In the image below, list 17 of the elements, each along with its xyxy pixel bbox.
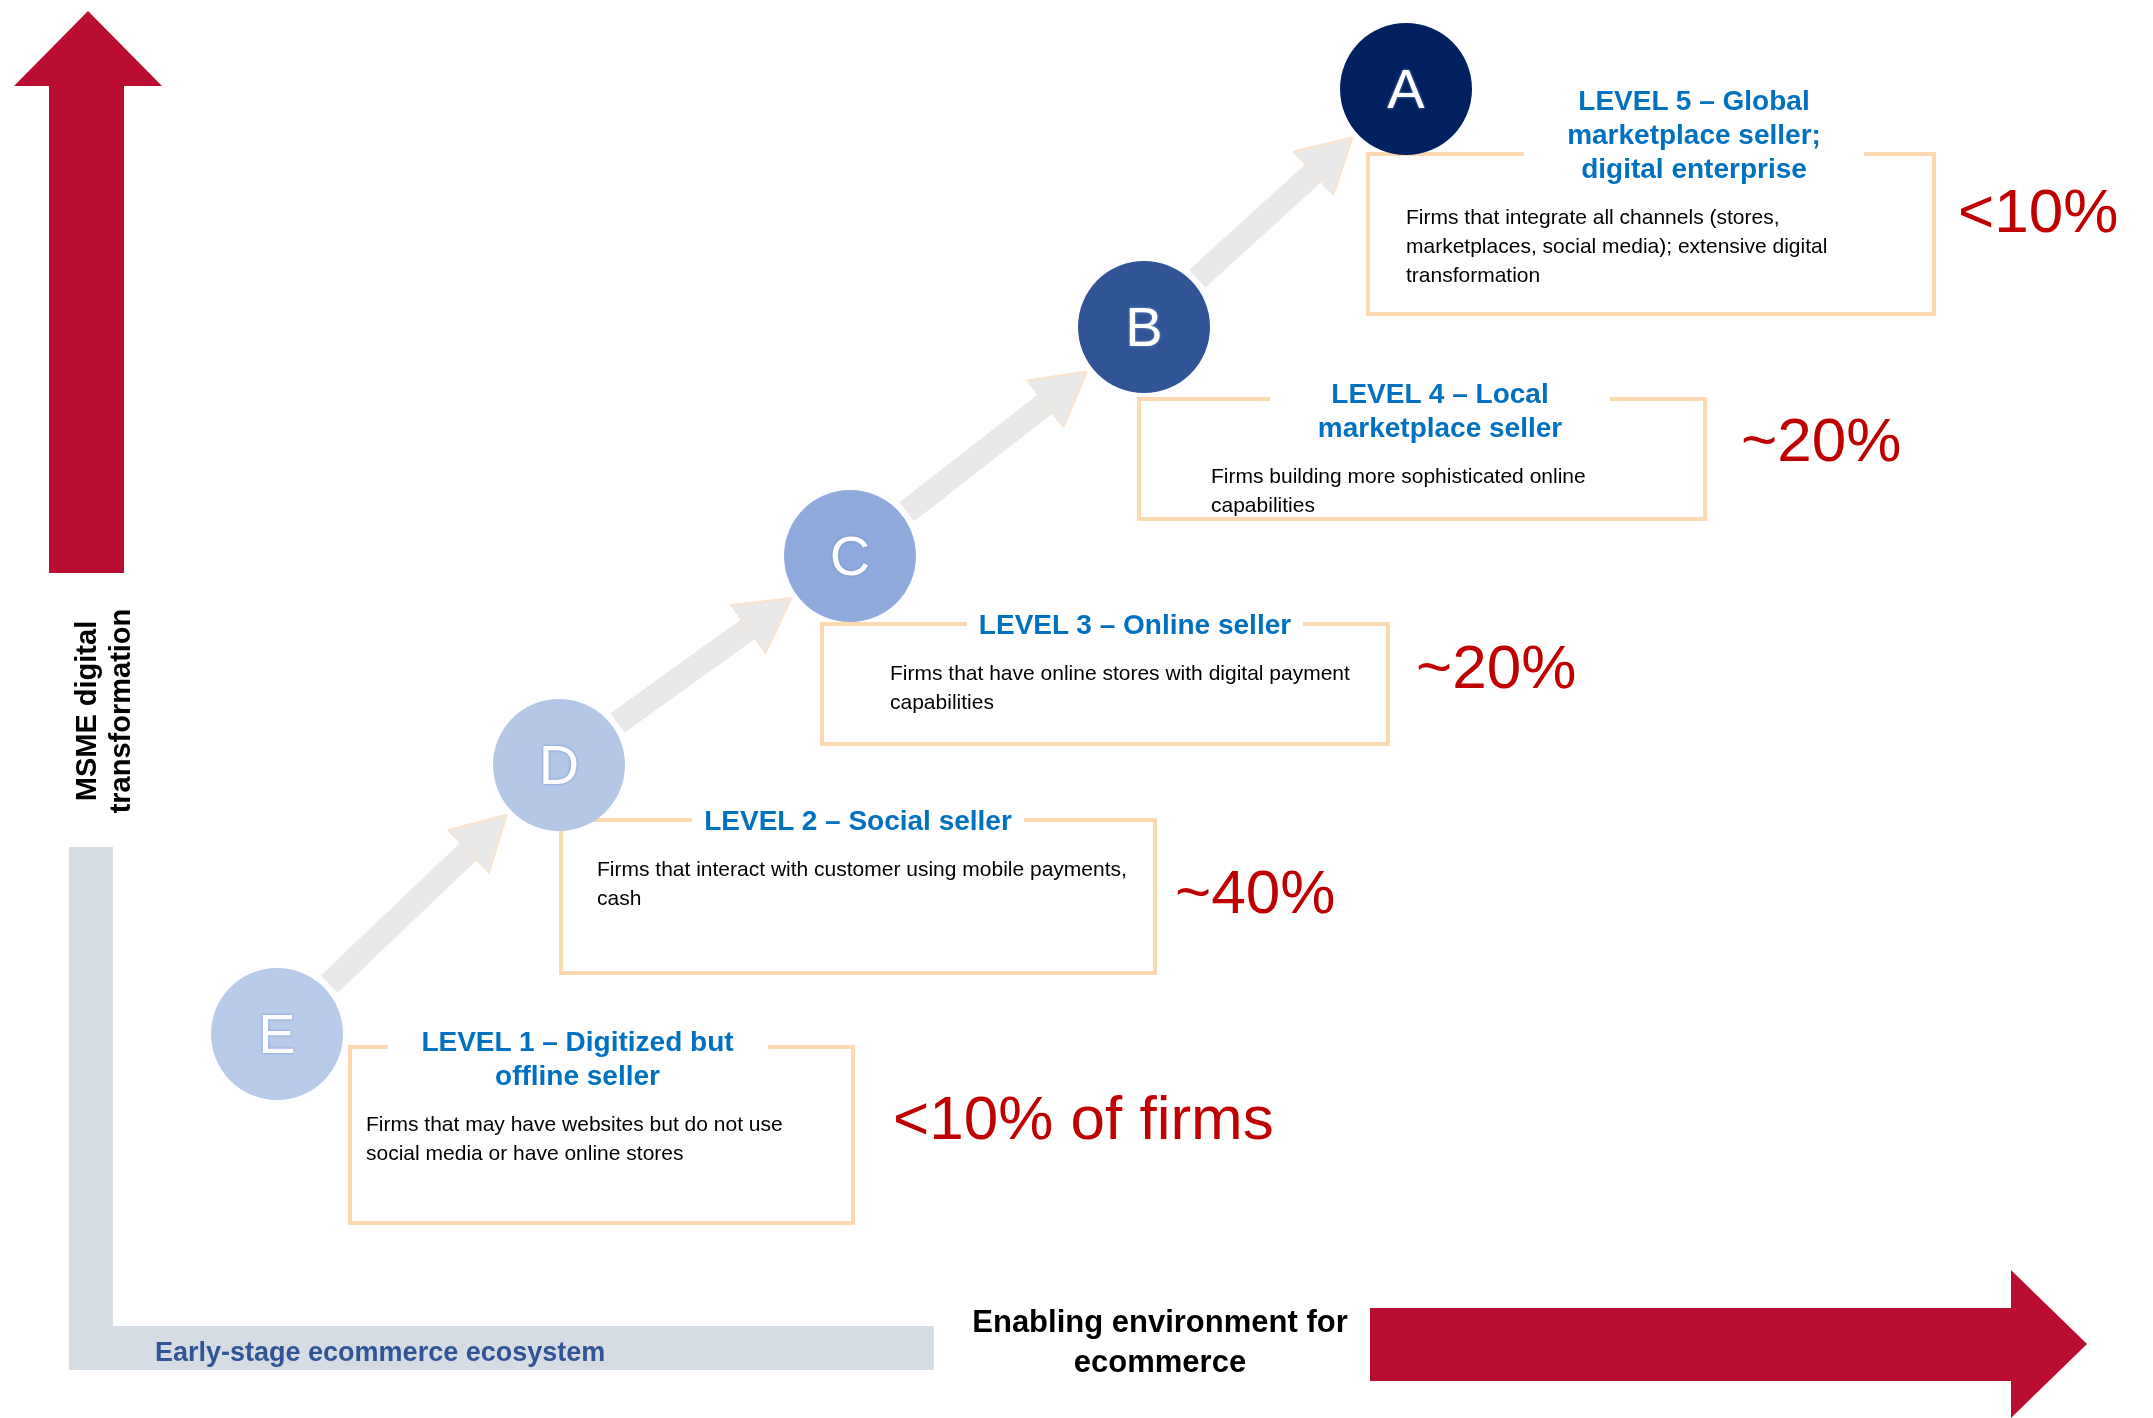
share-label: ~40% bbox=[1175, 855, 1336, 927]
share-label: ~20% bbox=[1416, 630, 1577, 703]
level-description: Firms that interact with customer using mobile payments, cash bbox=[597, 856, 1128, 911]
arrow bbox=[899, 370, 1089, 522]
share-label: <10% of firms bbox=[893, 1081, 1274, 1154]
axis-label: Enabling environment for ecommerce bbox=[971, 1303, 1349, 1381]
level-description: Firms building more sophisticated online capabilities bbox=[1211, 463, 1587, 518]
share-label: <10% bbox=[1958, 174, 2119, 247]
level-description: Firms that integrate all channels (stores, marketplaces, social media); extensive digital transformation bbox=[1406, 204, 1829, 288]
level-description: Firms that have online stores with digital payment capabilities bbox=[890, 660, 1351, 715]
share-label: ~20% bbox=[1741, 403, 1902, 476]
arrow bbox=[610, 597, 793, 733]
arrow bbox=[320, 813, 508, 993]
axis-label: MSME digital transformation bbox=[69, 607, 137, 816]
arrow bbox=[1189, 136, 1354, 288]
level-description: Firms that may have websites but do not use social media or have online stores bbox=[366, 1111, 784, 1166]
axis-label: Early-stage ecommerce ecosystem bbox=[155, 1336, 606, 1369]
